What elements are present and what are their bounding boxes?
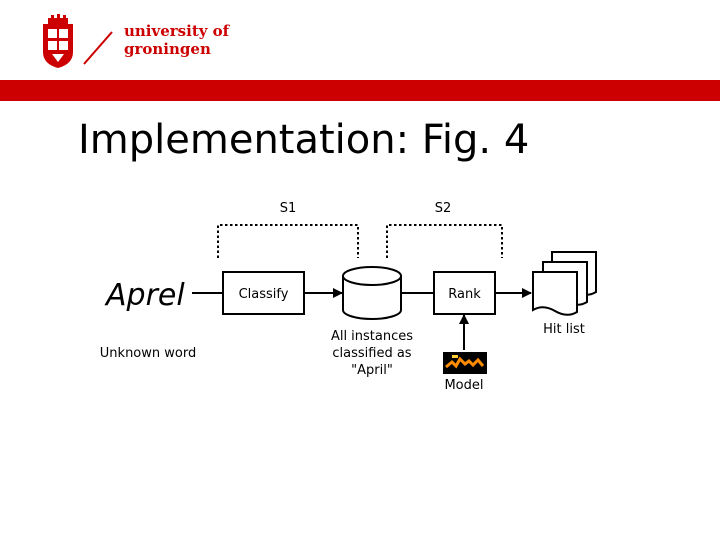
header-red-bar xyxy=(0,80,720,101)
classify-box xyxy=(222,271,305,315)
logo-line-1: university of xyxy=(124,22,230,40)
database-caption-2: classified as xyxy=(332,346,411,361)
model-thumbnail-icon xyxy=(443,352,487,374)
database-caption-3: "April" xyxy=(351,363,393,378)
input-word-image: Aprel xyxy=(104,278,185,313)
rank-label: Rank xyxy=(448,287,481,302)
logo-wordmark: university of groningen xyxy=(124,22,229,58)
logo-line-2: groningen xyxy=(124,40,211,58)
rank-box xyxy=(433,271,496,315)
stage1-label: S1 xyxy=(280,201,297,216)
classify-label: Classify xyxy=(239,287,289,302)
stage2-label: S2 xyxy=(435,201,452,216)
stage1-bracket xyxy=(217,224,359,258)
hitlist-caption: Hit list xyxy=(543,322,585,337)
logo-slash xyxy=(83,31,113,65)
slide-title: Implementation: Fig. 4 xyxy=(78,117,530,163)
document-stack-icon xyxy=(532,251,597,316)
input-caption: Unknown word xyxy=(100,346,196,361)
database-cylinder-icon xyxy=(342,266,402,320)
university-shield-icon xyxy=(43,14,73,68)
university-logo xyxy=(40,14,240,74)
database-caption-1: All instances xyxy=(331,329,413,344)
stage2-bracket xyxy=(386,224,503,258)
model-caption: Model xyxy=(444,378,483,393)
